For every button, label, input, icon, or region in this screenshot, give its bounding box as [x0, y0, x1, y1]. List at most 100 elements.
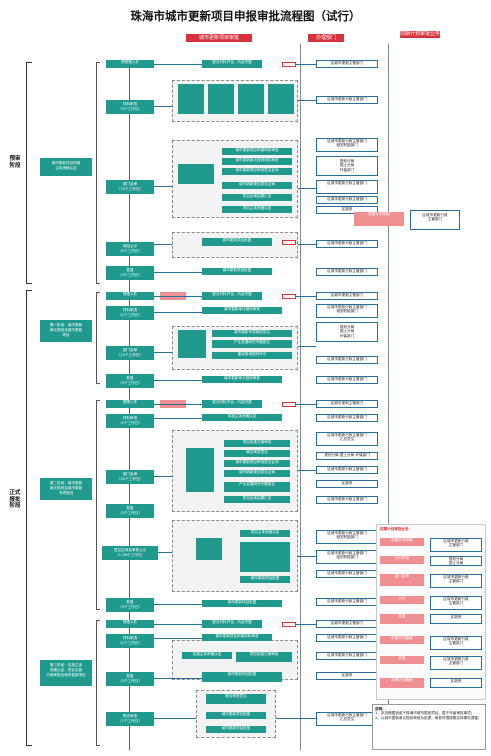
task-0d: 提交材料齐全、内容完整 — [202, 620, 262, 628]
step-17: 批复 （3个工作日） — [106, 672, 154, 686]
task-3: 城市更新项目审批意见征询 — [222, 168, 292, 175]
dept-1f: 区城市更新行政主管部门 — [316, 496, 378, 504]
connector-1 — [154, 64, 202, 65]
column-divider-1 — [300, 44, 301, 750]
task-10: 城市更新专项规划意见 — [212, 330, 292, 337]
right-dept-2b: 区政府 — [430, 678, 482, 688]
dept-3b: 规划分局 国土分局 环保部门 — [316, 322, 378, 342]
dept-connector-9 — [298, 556, 316, 557]
dept-connector-10 — [296, 624, 316, 625]
task-2: 城市更新单元规划材料审查 — [222, 158, 292, 165]
right-item-4b: 批复 — [380, 656, 424, 664]
dept-connector-7 — [296, 404, 316, 405]
marker-4 — [282, 402, 296, 407]
right-dept-0c: 区城市更新行政 主管部门 — [430, 596, 482, 610]
task-side-1 — [178, 164, 214, 184]
step-4: 批复 （3个工作日） — [106, 266, 154, 280]
task-6b: 项目主体资格认定 — [240, 530, 290, 537]
dept-connector-5 — [296, 296, 316, 297]
task-8: 产业发展研究专题报告 — [212, 340, 292, 348]
connector-16 — [154, 638, 202, 639]
stage-bracket-formal — [26, 290, 32, 746]
connector-2 — [154, 106, 172, 107]
dept-1e: 区城市更新行政主管部门 — [316, 414, 378, 422]
stage-label-pre: 预审 阶段 — [9, 156, 21, 169]
connector-12 — [154, 476, 172, 477]
phase-box-0: 城市更新项目申报 主体资格认定 — [40, 158, 92, 176]
right-panel — [376, 524, 486, 700]
dept-3: 规划分局 国土分局 环保部门 — [316, 156, 378, 176]
step-1: 材料审查 （3个工作日） — [106, 100, 154, 114]
column-header-left: 城市更新项目审批 — [186, 34, 252, 42]
task-13: 项目实施方案审批 — [224, 440, 290, 447]
task-14b: 联合审查意见 — [206, 694, 266, 704]
phase-bracket-2 — [96, 400, 100, 610]
task-6: 项目主体资格认定 — [222, 206, 292, 213]
task-side-4 — [196, 538, 222, 560]
marker-5 — [282, 622, 296, 627]
phase-box-1: 第一阶段：城市更新 单元规划及城市更新 项目 — [40, 320, 92, 342]
dept-1g: 区城市更新行政主管部门 — [316, 598, 378, 606]
right-dept-0b: 区城市更新行政 主管部门 — [430, 574, 482, 588]
task-1: 城市更新项目申报材料审查 — [222, 148, 292, 155]
stage-bracket-pre — [26, 62, 32, 284]
step-16: 材料审查 （2个工作日） — [106, 634, 154, 648]
dept-5c: 区政府 — [316, 672, 378, 680]
task-side-5 — [240, 542, 290, 572]
marker-1 — [282, 62, 296, 67]
dept-0: 区城市更新主管部门 — [316, 60, 378, 68]
dept-2d: 区城市更新行政主管部门 相关职能部门 — [316, 550, 378, 564]
dept-1c: 区城市更新行政主管部门 — [316, 268, 378, 276]
task-7g: 城市更新项目批复 — [206, 726, 266, 733]
step-15: 受理入件 — [106, 620, 154, 628]
step-5: 受理入件 — [106, 292, 154, 300]
task-7c: 城市更新项目批复 — [240, 576, 290, 583]
task-8b: 产业发展研究专题报告 — [224, 482, 290, 492]
dept-0c: 区城市更新主管部门 — [316, 400, 378, 408]
marker-2 — [282, 240, 296, 245]
dept-4d: 区城市更新行政主管部门 — [316, 466, 378, 474]
phase-bracket-1 — [96, 292, 100, 384]
page-title: 珠海市城市更新项目申报审批流程图（试行） — [130, 9, 361, 23]
step-7: 部门会审 （15个工作日） — [106, 346, 154, 360]
task-11: 建设用地规划许可 — [212, 352, 292, 359]
step-11: 部门会审 （20个工作日） — [106, 470, 154, 484]
right-dept-0d: 区城市更新行政 主管部门 — [430, 636, 482, 650]
task-14: 联合审查意见 — [224, 450, 290, 457]
connector-11 — [154, 418, 202, 419]
step-2: 部门会审 （15个工作日） — [106, 180, 154, 194]
connector-18 — [154, 718, 196, 719]
step-10: 材料审查 （2个工作日） — [106, 414, 154, 428]
task-5b: 意见征询结果汇总 — [224, 496, 290, 503]
dept-6: 区城市更新行政主管部门 汇总意见 — [316, 432, 378, 446]
dept-connector-3 — [298, 188, 316, 189]
connector-15 — [154, 624, 202, 625]
dept-4e: 区城市更新行政主管部门 — [316, 570, 378, 578]
step-18: 联合审查 （7个工作日） — [106, 712, 154, 726]
dept-connector-4 — [298, 244, 316, 245]
step-6: 材料审查 （2个工作日） — [106, 306, 154, 320]
task-0c: 提交材料齐全、内容完整 — [202, 400, 262, 408]
phase-bracket-3 — [96, 620, 100, 746]
task-side-2 — [178, 330, 206, 358]
connector-9 — [154, 380, 202, 381]
dept-0d: 区城市更新主管部门 — [316, 620, 378, 628]
right-item-1: 材料审查 — [380, 556, 424, 564]
right-dept-1: 规划分局 国土分局 — [430, 556, 482, 566]
right-item-4: 批复 — [380, 614, 424, 624]
phase-box-3: 第三阶段：实施主体 资格认定、项目实施 方案审批及城市更新项目 — [40, 660, 92, 686]
dept-connector-8 — [298, 470, 316, 471]
step-8: 批复 （3个工作日） — [106, 374, 154, 388]
group-box-3 — [172, 232, 298, 258]
dept-1d: 区城市更新行政主管部门 — [316, 376, 378, 384]
right-dept-0e: 区城市更新行政 主管部门 — [430, 656, 482, 670]
step-3: 网站公示 （5个工作日） — [106, 242, 154, 256]
task-12b: 实施主体资格认定 — [182, 652, 232, 659]
connector-10 — [154, 404, 202, 405]
task-7b: 城市更新项目批复 — [202, 268, 272, 275]
dept-5b: 区政府 — [316, 480, 378, 488]
phase-box-2: 第二阶段：城市更新 单元规划及城市更新 专项规划 — [40, 478, 92, 500]
task-9: 城市更新单元规划审批 — [202, 307, 282, 314]
dept-4b: 区城市更新行政主管部门 — [316, 196, 378, 204]
right-item-5b: 前期计划备案 — [380, 678, 424, 688]
